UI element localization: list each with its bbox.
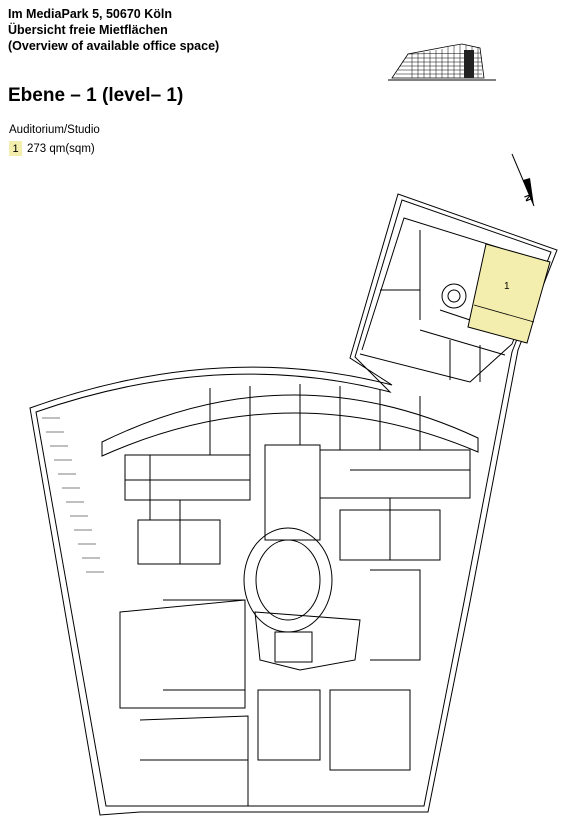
level-title: Ebene – 1 (level– 1) — [8, 85, 184, 106]
north-label: N — [522, 193, 534, 203]
header: Im MediaPark 5, 50670 Köln Übersicht fre… — [8, 6, 368, 54]
legend-swatch: 1 — [9, 141, 22, 156]
north-arrow-icon: N — [511, 153, 535, 207]
legend-area: 273 qm(sqm) — [27, 142, 95, 155]
unit-label: 1 — [504, 281, 510, 292]
building-icon — [388, 43, 496, 81]
legend-item: 1 273 qm(sqm) — [9, 141, 95, 156]
subtitle-english: (Overview of available office space) — [8, 39, 220, 53]
subtitle-german: Übersicht freie Mietflächen — [8, 23, 168, 37]
legend-title: Auditorium/Studio — [9, 124, 100, 136]
auditorium-studio-unit[interactable] — [467, 243, 551, 344]
address: Im MediaPark 5, 50670 Köln — [8, 7, 172, 21]
floor-plan: 1 — [29, 193, 558, 816]
